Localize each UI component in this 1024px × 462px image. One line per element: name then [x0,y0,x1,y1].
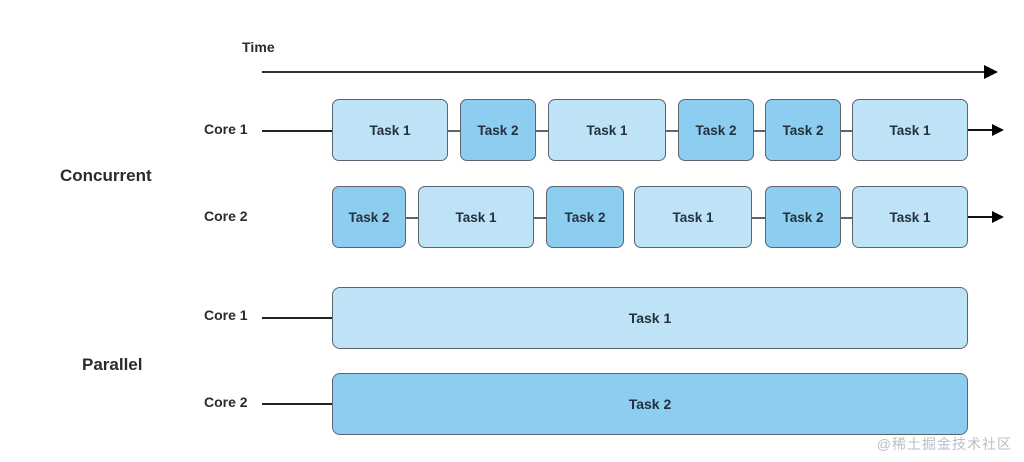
task-block-1: Task 1 [634,186,752,248]
task-block-1: Task 1 [548,99,666,161]
block-link-line [666,130,678,132]
row-arrow-head-icon [992,211,1004,223]
core-label-parallel-1: Core 1 [204,307,248,323]
block-link-line [406,217,418,219]
core-connector-line [262,130,332,132]
task-block-2: Task 2 [678,99,754,161]
task-block-2: Task 2 [765,99,841,161]
task-block-1: Task 1 [852,186,968,248]
row-arrow-line [968,216,992,218]
core-label-parallel-2: Core 2 [204,394,248,410]
task-block-1: Task 1 [852,99,968,161]
watermark: @稀土掘金技术社区 [876,436,1012,452]
core-connector-line [262,317,332,319]
core-label-concurrent-2: Core 2 [204,208,248,224]
task-block-2: Task 2 [332,373,968,435]
block-link-line [841,217,852,219]
task-block-1: Task 1 [418,186,534,248]
task-block-2: Task 2 [765,186,841,248]
section-label-concurrent: Concurrent [60,166,152,185]
row-arrow-line [968,129,992,131]
time-axis-line [262,71,986,73]
core-label-concurrent-1: Core 1 [204,121,248,137]
task-block-2: Task 2 [332,186,406,248]
task-block-2: Task 2 [460,99,536,161]
core-connector-line [262,403,332,405]
task-block-1: Task 1 [332,287,968,349]
task-block-1: Task 1 [332,99,448,161]
block-link-line [752,217,765,219]
block-link-line [754,130,765,132]
row-arrow-head-icon [992,124,1004,136]
block-link-line [534,217,546,219]
block-link-line [448,130,460,132]
section-label-parallel: Parallel [82,355,143,374]
time-axis-arrow-icon [984,65,998,79]
time-axis-label: Time [242,39,275,55]
block-link-line [841,130,852,132]
block-link-line [536,130,548,132]
task-block-2: Task 2 [546,186,624,248]
